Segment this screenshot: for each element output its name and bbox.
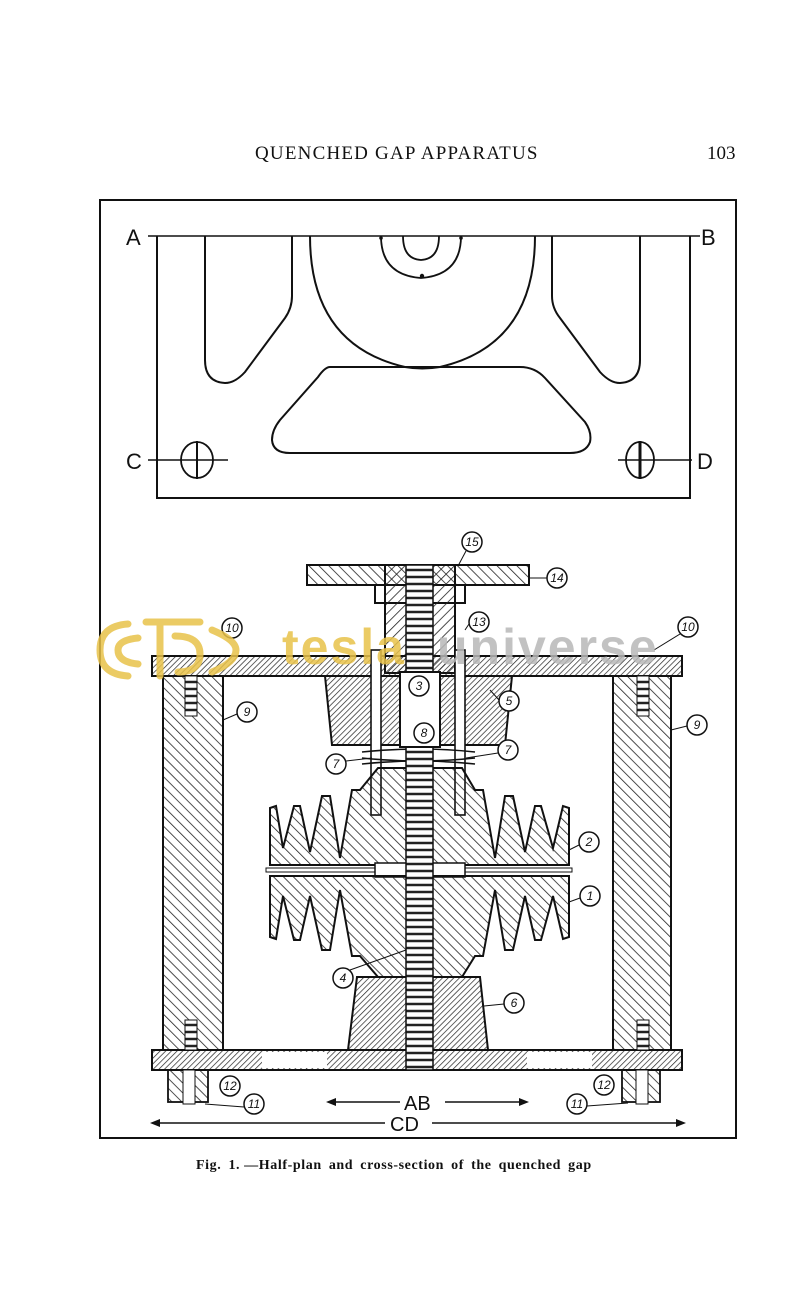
- callout-14: 14: [529, 567, 568, 589]
- svg-text:6: 6: [511, 996, 518, 1010]
- watermark: tesla universe: [96, 618, 659, 680]
- page-number: 103: [707, 143, 736, 164]
- callout-3: 3: [408, 675, 430, 697]
- callout-11-right: 11: [566, 1093, 629, 1115]
- callout-12-right: 12: [593, 1074, 615, 1096]
- svg-text:7: 7: [333, 757, 341, 771]
- callout-15: 15: [457, 531, 483, 567]
- running-head: QUENCHED GAP APPARATUS: [255, 143, 539, 164]
- tesla-universe-logo-icon: [96, 618, 240, 680]
- svg-text:3: 3: [416, 679, 423, 693]
- figure-caption: Fig. 1.—Half-plan and cross-section of t…: [196, 1158, 592, 1174]
- cross-section: AB CD 15 14 13 10 10 3 5 9 9 8 7 7 2 1 4…: [150, 531, 708, 1136]
- label-B: B: [701, 225, 716, 250]
- svg-text:11: 11: [248, 1097, 260, 1111]
- callout-2: 2: [568, 831, 600, 853]
- svg-text:11: 11: [571, 1097, 583, 1111]
- svg-text:10: 10: [225, 621, 239, 635]
- svg-text:9: 9: [694, 718, 701, 732]
- svg-text:14: 14: [550, 571, 564, 585]
- caption-text: —Half-plan and cross-section of the quen…: [244, 1158, 592, 1173]
- svg-text:13: 13: [472, 615, 486, 629]
- callout-11-left: 11: [204, 1093, 265, 1115]
- svg-text:8: 8: [421, 726, 428, 740]
- svg-text:1: 1: [587, 889, 594, 903]
- callout-8: 8: [413, 722, 435, 744]
- dimension-AB: AB: [404, 1093, 431, 1115]
- plan-view: A B C D: [126, 225, 716, 499]
- callout-7-left: 7: [325, 753, 373, 775]
- watermark-tesla: tesla: [282, 619, 406, 675]
- callout-4: 4: [332, 949, 407, 989]
- figure-number: Fig. 1.: [196, 1158, 241, 1173]
- callout-12-left: 12: [219, 1075, 241, 1097]
- svg-text:15: 15: [465, 535, 479, 549]
- label-D: D: [697, 449, 713, 474]
- svg-text:5: 5: [506, 694, 513, 708]
- callout-9-left: 9: [222, 701, 258, 723]
- dimension-CD: CD: [390, 1114, 419, 1136]
- svg-text:7: 7: [505, 743, 513, 757]
- watermark-universe: universe: [437, 619, 659, 675]
- callout-10-left: 10: [221, 617, 243, 639]
- callout-5: 5: [489, 689, 520, 712]
- callout-9-right: 9: [670, 714, 708, 736]
- svg-text:12: 12: [223, 1079, 237, 1093]
- callout-6: 6: [483, 992, 525, 1014]
- svg-text:10: 10: [681, 620, 695, 634]
- svg-text:9: 9: [244, 705, 251, 719]
- svg-text:2: 2: [585, 835, 593, 849]
- label-C: C: [126, 449, 142, 474]
- svg-text:12: 12: [597, 1078, 611, 1092]
- callout-7-right: 7: [465, 739, 519, 761]
- callout-1: 1: [568, 885, 601, 907]
- label-A: A: [126, 225, 141, 250]
- callout-13: 13: [464, 611, 490, 633]
- figure-frame: [99, 199, 737, 1139]
- svg-text:4: 4: [340, 971, 347, 985]
- callout-10-right: 10: [653, 616, 699, 651]
